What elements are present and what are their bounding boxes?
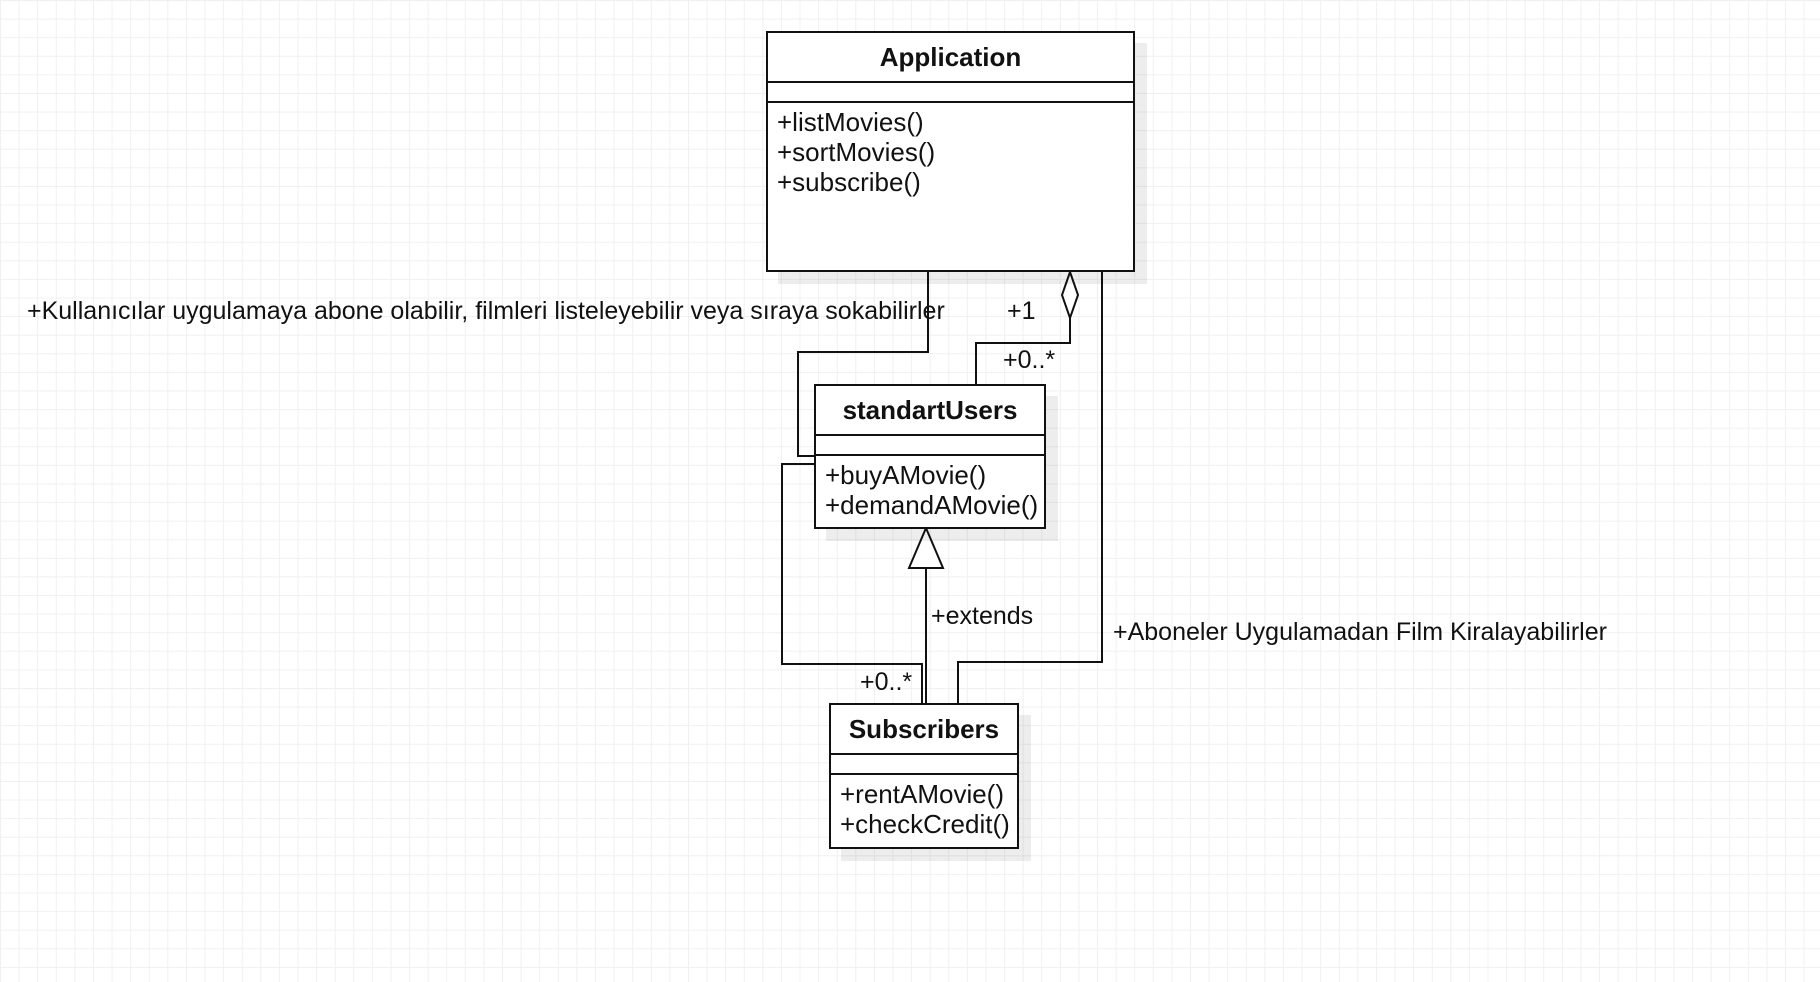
subscribers-note-label: +Aboneler Uygulamadan Film Kiralayabilir… [1113,618,1607,646]
operation: +checkCredit() [840,809,1010,839]
class-name: Subscribers [831,705,1017,755]
operation: +buyAMovie() [825,460,987,490]
operation: +demandAMovie() [825,490,1039,520]
operation: +listMovies() [777,107,924,137]
users-note-label: +Kullanıcılar uygulamaya abone olabilir,… [27,297,945,325]
association-users-subscribers-loop[interactable] [781,463,923,704]
operation: +subscribe() [777,167,921,197]
aggregation-application-users[interactable] [975,318,1071,386]
class-application[interactable]: Application +listMovies() +sortMovies() … [766,31,1135,272]
aggregation-multiplicity-users: +0..* [1003,346,1056,374]
class-operations: +rentAMovie() +checkCredit() [831,775,1017,839]
class-name: Application [768,33,1133,83]
operation: +rentAMovie() [840,779,1004,809]
self-multiplicity-label: +0..* [860,668,913,696]
class-operations: +buyAMovie() +demandAMovie() [816,456,1044,520]
operation: +sortMovies() [777,137,936,167]
class-operations: +listMovies() +sortMovies() +subscribe() [768,103,1133,197]
class-standart-users[interactable]: standartUsers +buyAMovie() +demandAMovie… [814,384,1046,529]
association-application-subscribers[interactable] [957,272,1103,704]
association-application-users[interactable] [797,272,929,457]
class-name: standartUsers [816,386,1044,436]
class-attributes [831,755,1017,775]
generalization-triangle [907,525,945,569]
aggregation-multiplicity-application: +1 [1007,297,1036,325]
class-attributes [816,436,1044,456]
aggregation-diamond [1060,268,1080,322]
class-attributes [768,83,1133,103]
extends-label: +extends [931,602,1034,630]
class-subscribers[interactable]: Subscribers +rentAMovie() +checkCredit() [829,703,1019,849]
